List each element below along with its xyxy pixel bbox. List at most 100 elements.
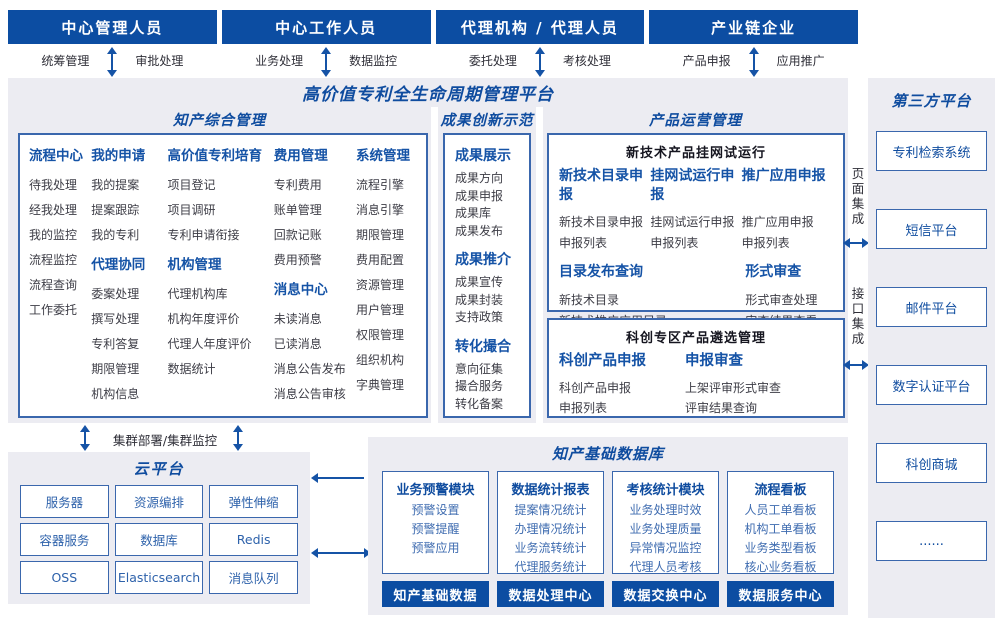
data-module-box: 数据统计报表 提案情况统计 办理情况统计 业务流转统计 代理服务统计 [497,471,604,574]
sub-box-title: 新技术产品挂网试运行 [625,146,766,161]
section-title: 产品运营管理 [649,113,742,129]
cloud-service-box: 容器服务 [20,523,109,556]
v-double-arrow-icon [80,425,90,451]
role-header: 代理机构 / 代理人员 [435,10,645,44]
menu-item: 支持政策 [455,310,504,324]
role-label-left: 业务处理 [255,54,304,68]
module-item: 业务处理质量 [629,522,702,536]
platform-title: 高价值专利全生命周期管理平台 [302,85,554,105]
section-achievement: 成果创新示范 成果展示 成果方向 成果申报 [438,107,536,423]
menu-item: 流程引擎 [356,178,405,192]
menu-item: 经我处理 [29,203,78,217]
cloud-service-box: 资源编排 [114,485,204,518]
menu-group: 高价值专利培育 项目登记 项目调研 [168,147,274,248]
data-platform-title: 知产基础数据库 [551,445,664,463]
group-header: 消息中心 [273,282,328,298]
menu-item: 成果宣传 [455,275,504,289]
group-header: 成果展示 [455,148,511,164]
menu-item: 用户管理 [356,303,405,317]
group-header: 科创产品申报 [559,353,646,369]
menu-item: 期限管理 [356,228,405,242]
module-item: 办理情况统计 [514,522,587,536]
role-sub-labels: 业务处理 数据监控 [222,44,431,82]
data-module-box: 考核统计模块 业务处理时效 业务处理质量 异常情况监控 代理人员考核 [612,471,719,574]
module-item: 代理服务统计 [514,560,587,574]
group-header: 系统管理 [356,148,410,164]
menu-item: 消息引擎 [356,203,405,217]
module-header: 考核统计模块 [626,483,705,498]
role-header: 中心工作人员 [221,10,431,44]
menu-item: 权限管理 [356,328,405,342]
menu-item: 新技术目录 [559,293,620,307]
menu-group: 成果推介 成果宣传 成果封装 支持政策 [455,251,529,327]
menu-item: 机构年度评价 [167,312,240,326]
group-header: 高价值专利培育 [167,148,263,164]
menu-item: 待我处理 [29,178,78,192]
module-header: 数据统计报表 [511,483,590,498]
menu-item: 账单管理 [273,203,322,217]
menu-item: 科创产品申报 [559,381,632,395]
third-party-box: 专利检索系统 [876,131,987,171]
third-party-box: 科创商城 [876,443,987,483]
role-header: 中心管理人员 [8,10,217,44]
menu-group: 我的申请 我的提案 提案跟踪 我的 [91,147,167,248]
module-item: 核心业务看板 [744,560,817,574]
menu-item: 组织机构 [356,353,405,367]
module-item: 业务类型看板 [744,541,817,555]
menu-item: 回款记账 [273,228,322,242]
achievement-box: 成果展示 成果方向 成果申报 成果库 成果发布 [443,133,531,418]
third-party-box: 邮件平台 [876,287,987,327]
module-header: 流程看板 [754,483,807,498]
role-sub-labels: 产品申报 应用推广 [649,44,858,82]
role-sub-labels: 统筹管理 审批处理 [8,44,217,82]
menu-item: 意向征集 [455,361,504,376]
group-header: 代理协同 [91,257,146,273]
menu-item: 成果库 [455,206,492,220]
group-header: 目录发布查询 [559,264,643,280]
menu-item: 我的专利 [91,228,140,242]
page-integration-label: 页面集成 [851,166,865,226]
menu-item: 申报列表 [559,401,608,415]
menu-column: 系统管理 流程引擎 消息引擎 期限 [356,147,420,407]
role-label-right: 审批处理 [135,54,184,68]
menu-item: 挂网试运行申报 [650,215,735,229]
group-header: 申报审查 [685,353,744,369]
section-product-ops: 产品运营管理 新技术产品挂网试运行 新技术目录申报 新技术目录申报 [543,107,848,423]
module-item: 人员工单看板 [744,503,817,517]
menu-item: 机构信息 [91,387,140,401]
menu-item: 资源管理 [356,278,405,292]
section-title: 知产综合管理 [173,113,266,129]
role-label-left: 委托处理 [468,54,517,68]
group-header: 成果推介 [455,252,511,268]
data-module: 考核统计模块 业务处理时效 业务处理质量 异常情况监控 代理人员考核 数据交换中 [612,471,719,607]
menu-item: 消息公告发布 [273,362,346,376]
module-item: 业务流转统计 [514,541,587,555]
cloud-service-box: 弹性伸缩 [209,485,298,518]
top-role-row: 中心管理人员 统筹管理 审批处理 中心工作人员 业务处理 数据监控 代理机构 /… [8,10,858,82]
menu-group: 科创产品申报 科创产品申报 申报列表 [559,352,685,418]
platform-title-strip: 高价值专利全生命周期管理平台 [8,78,848,107]
menu-item: 工作委托 [29,303,78,317]
api-integration-label: 接口集成 [851,286,865,346]
sci-innovation-box: 科创专区产品遴选管理 科创产品申报 科创产品申报 申报列表 [547,318,845,418]
menu-item: 费用预警 [273,253,322,267]
menu-group: 转化撮合 意向征集 撮合服务 转化备案 [455,338,529,414]
role-label-left: 统筹管理 [41,54,90,68]
data-module: 数据统计报表 提案情况统计 办理情况统计 业务流转统计 代理服务统计 数据处理中 [497,471,604,607]
role-group: 中心管理人员 统筹管理 审批处理 [8,10,217,82]
menu-item: 代理人年度评价 [167,337,252,351]
section-ip-management: 知产综合管理 流程中心 [8,107,431,423]
role-group: 代理机构 / 代理人员 委托处理 考核处理 [435,10,645,82]
menu-item: 申报列表 [650,236,699,250]
h-double-arrow-icon [843,360,869,370]
third-party-box: 数字认证平台 [876,365,987,405]
cloud-service-box: 数据库 [114,523,204,556]
sub-box-title: 科创专区产品遴选管理 [625,331,766,346]
menu-item: 未读消息 [273,312,322,326]
group-header: 转化撮合 [455,338,511,355]
menu-item: 委案处理 [91,287,140,301]
menu-item: 我的监控 [29,228,78,242]
menu-group: 挂网试运行申报 挂网试运行申报 申报列表 [650,167,741,254]
module-item: 机构工单看板 [744,522,817,536]
group-header: 新技术目录申报 [559,168,643,203]
